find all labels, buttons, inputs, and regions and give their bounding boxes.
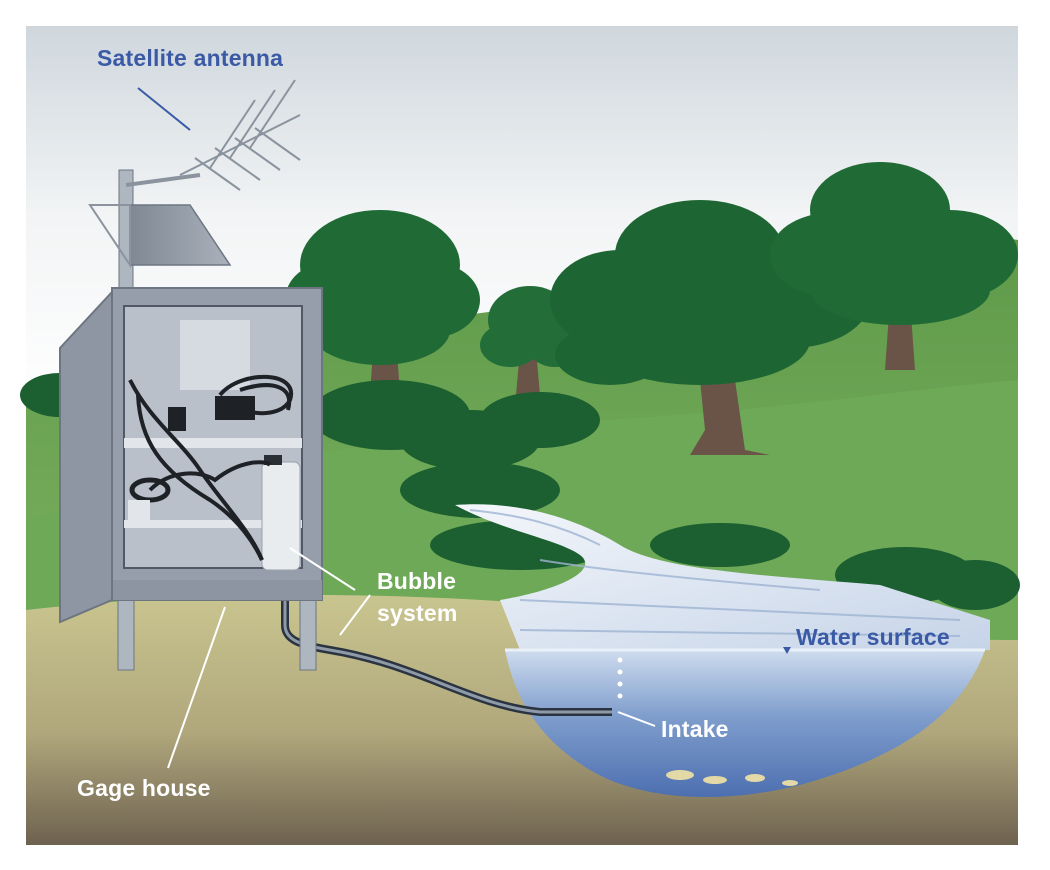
pool-stones: [666, 770, 798, 786]
intake-label: Intake: [661, 716, 729, 742]
gage-house-leader: [167, 606, 226, 769]
gage-house: [59, 287, 323, 671]
satellite-antenna-leader: [137, 87, 191, 131]
gage-house-leg: [117, 599, 135, 671]
gage-house-leg: [299, 599, 317, 671]
tree-right: [770, 162, 1018, 325]
water-surface-marker-icon: [783, 647, 791, 654]
bubble-system-label-line1: Bubble: [377, 568, 457, 594]
logger-icon: [168, 407, 186, 431]
satellite-antenna-label: Satellite antenna: [97, 45, 284, 71]
gage-house-shelf: [124, 438, 302, 448]
satellite-antenna-icon: [179, 79, 301, 191]
bubbles: [617, 657, 623, 699]
gage-house-door: [59, 289, 113, 624]
tree-left: [285, 210, 480, 365]
antenna-assembly: [88, 79, 301, 291]
stream: [455, 504, 990, 650]
gage-house-label: Gage house: [77, 775, 211, 801]
gage-house-shelf: [124, 520, 302, 528]
water-pool: [505, 650, 985, 797]
intake-leader: [617, 711, 656, 727]
bubble-system-leader: [339, 594, 371, 636]
water-surface-label: Water surface: [796, 624, 950, 650]
bubble-system-label-line2: system: [377, 600, 458, 626]
gage-house-base: [112, 580, 322, 600]
cables-icon: [128, 374, 294, 561]
tree-center: [550, 200, 870, 385]
tree-trunk: [690, 380, 770, 455]
leader-lines: [137, 87, 656, 769]
bubble-system-leader: [289, 547, 356, 591]
pressure-sensor-icon: [261, 461, 301, 571]
